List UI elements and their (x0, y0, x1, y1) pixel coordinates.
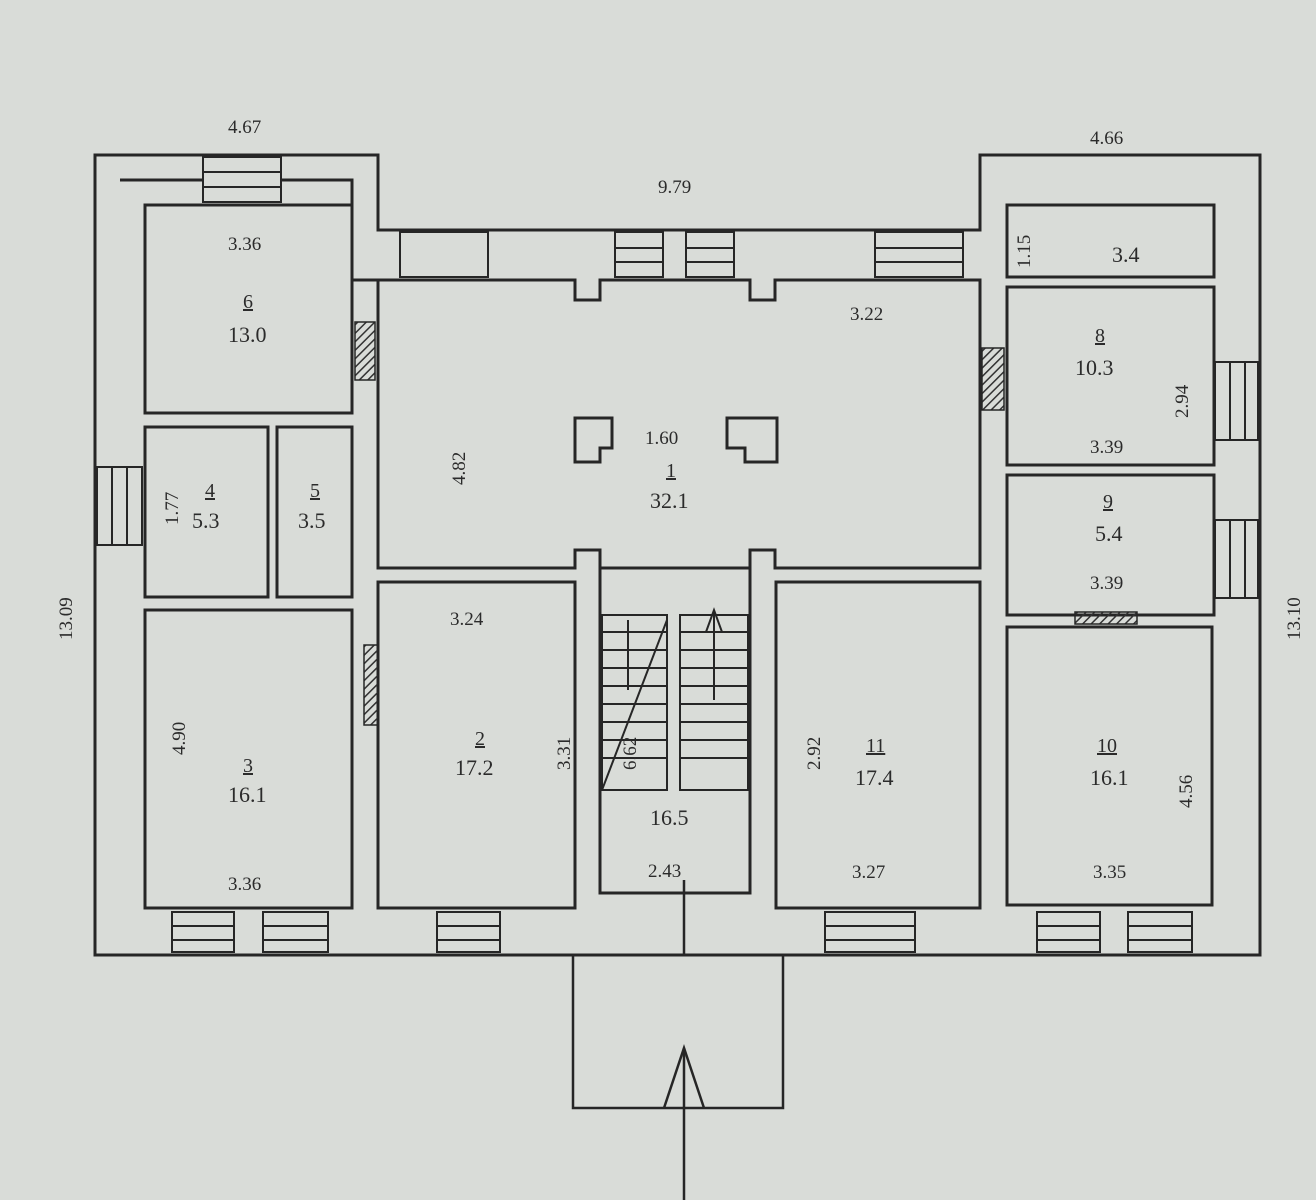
stair-area: 16.5 (650, 805, 689, 830)
room-1-dim-width: 3.22 (850, 304, 883, 325)
room-7-outline (1005, 203, 1216, 279)
window-south-5 (1036, 911, 1101, 953)
window-east-1 (1214, 361, 1259, 441)
room-9-number: 9 (1103, 491, 1113, 513)
room-4-number: 4 (205, 480, 215, 502)
room-5-outline (275, 425, 354, 599)
room-4-dim: 1.77 (162, 492, 183, 525)
room-1-area: 32.1 (650, 488, 689, 513)
room-4-outline (143, 425, 270, 599)
room-10-outline (1005, 625, 1214, 907)
staircase (601, 607, 749, 791)
windows (96, 156, 1259, 953)
room-3-dim-width: 3.36 (228, 874, 261, 895)
room-9-area: 5.4 (1095, 521, 1123, 546)
room-11-number: 11 (866, 735, 885, 757)
window-north-4 (874, 231, 964, 278)
room-3-outline (143, 608, 354, 910)
room-6-outline (143, 203, 354, 415)
window-west (96, 466, 143, 546)
window-south-2 (262, 911, 329, 953)
dim-left-wing-width: 4.67 (228, 117, 261, 138)
rooms (143, 203, 1216, 910)
room-10-number: 10 (1097, 735, 1117, 757)
dim-right-depth: 13.10 (1284, 597, 1305, 640)
room-2-outline (376, 580, 577, 910)
hall-columns (573, 416, 779, 464)
room-8-number: 8 (1095, 325, 1105, 347)
stove-hatch-3 (363, 644, 379, 726)
stair-dim-length: 6.62 (620, 737, 641, 770)
dim-right-wing-width: 4.66 (1090, 128, 1123, 149)
room-10-dim-depth: 4.56 (1176, 775, 1197, 808)
room-2-dim-width: 3.24 (450, 609, 484, 630)
room-11-dim-depth: 2.92 (804, 737, 825, 770)
outer-walls (93, 153, 1262, 957)
room-6-area: 13.0 (228, 322, 267, 347)
stove-hatch-1 (354, 321, 376, 381)
window-south-1 (171, 911, 235, 953)
room-6-number: 6 (243, 291, 253, 313)
room-3-dim-depth: 4.90 (169, 722, 190, 755)
entrance-porch (571, 880, 785, 1200)
room-3-area: 16.1 (228, 782, 267, 807)
stair-hall-outline (598, 566, 752, 895)
room-1-number: 1 (666, 460, 676, 482)
room-11-area: 17.4 (855, 765, 894, 790)
column-right-icon (725, 416, 779, 464)
window-south-6 (1127, 911, 1193, 953)
room-1-dim-depth: 4.82 (449, 452, 470, 485)
room-4-area: 5.3 (192, 508, 220, 533)
room-8-area: 10.3 (1075, 355, 1114, 380)
stoves (354, 321, 1138, 726)
room-11-outline (774, 580, 982, 910)
room-9-dim-width: 3.39 (1090, 573, 1123, 594)
window-east-2 (1214, 519, 1259, 599)
room-8-dim-width: 3.39 (1090, 437, 1123, 458)
room-2-number: 2 (475, 728, 485, 750)
window-north-1 (399, 231, 489, 278)
dim-center-width: 9.79 (658, 177, 691, 198)
column-left-icon (573, 416, 614, 464)
room-5-area: 3.5 (298, 508, 326, 533)
exterior-wall-outline (93, 153, 1262, 957)
room-5-number: 5 (310, 480, 320, 502)
window-south-3 (436, 911, 501, 953)
window-north-3 (685, 231, 735, 278)
window-south-4 (824, 911, 916, 953)
window-north-2 (614, 231, 664, 278)
room-7-dim: 1.15 (1014, 235, 1035, 268)
room-11-dim-width: 3.27 (852, 862, 885, 883)
room-6-dim: 3.36 (228, 234, 261, 255)
stove-hatch-2 (981, 347, 1005, 411)
room-1-outline (376, 278, 982, 570)
stair-dim-width: 2.43 (648, 861, 681, 882)
dim-left-depth: 13.09 (56, 597, 77, 640)
window-north-left (202, 156, 282, 203)
room-8-dim-depth: 2.94 (1172, 384, 1193, 418)
room-1-dim-columns: 1.60 (645, 428, 678, 449)
room-10-dim-width: 3.35 (1093, 862, 1126, 883)
room-10-area: 16.1 (1090, 765, 1129, 790)
room-7-area: 3.4 (1112, 242, 1140, 267)
room-2-area: 17.2 (455, 755, 494, 780)
room-2-dim-depth: 3.31 (554, 737, 575, 770)
room-3-number: 3 (243, 755, 253, 777)
stove-hatch-4 (1074, 611, 1138, 625)
